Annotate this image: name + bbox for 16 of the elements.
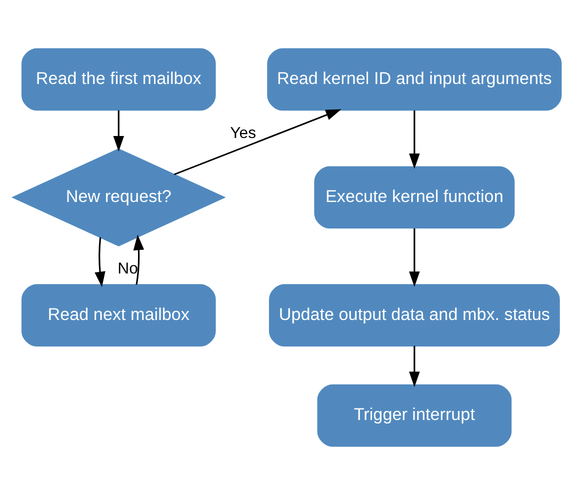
arrow — [94, 236, 106, 287]
node-box: Execute kernel function — [314, 166, 515, 228]
arrow — [409, 345, 420, 387]
edge-label: No — [118, 260, 138, 277]
node-box: Read kernel ID and input arguments — [267, 48, 562, 110]
edge-label: Yes — [230, 124, 256, 142]
node-box: Update output data and mbx. status — [268, 284, 560, 346]
arrow — [409, 228, 420, 286]
node-box: Read the first mailbox — [21, 48, 216, 110]
arrow — [133, 234, 144, 284]
node-box: Trigger interrupt — [317, 384, 512, 446]
node-diamond: New request? — [11, 148, 226, 246]
arrow — [113, 110, 124, 151]
node-box: Read next mailbox — [21, 284, 216, 346]
arrow — [409, 110, 420, 168]
arrow — [174, 108, 342, 175]
